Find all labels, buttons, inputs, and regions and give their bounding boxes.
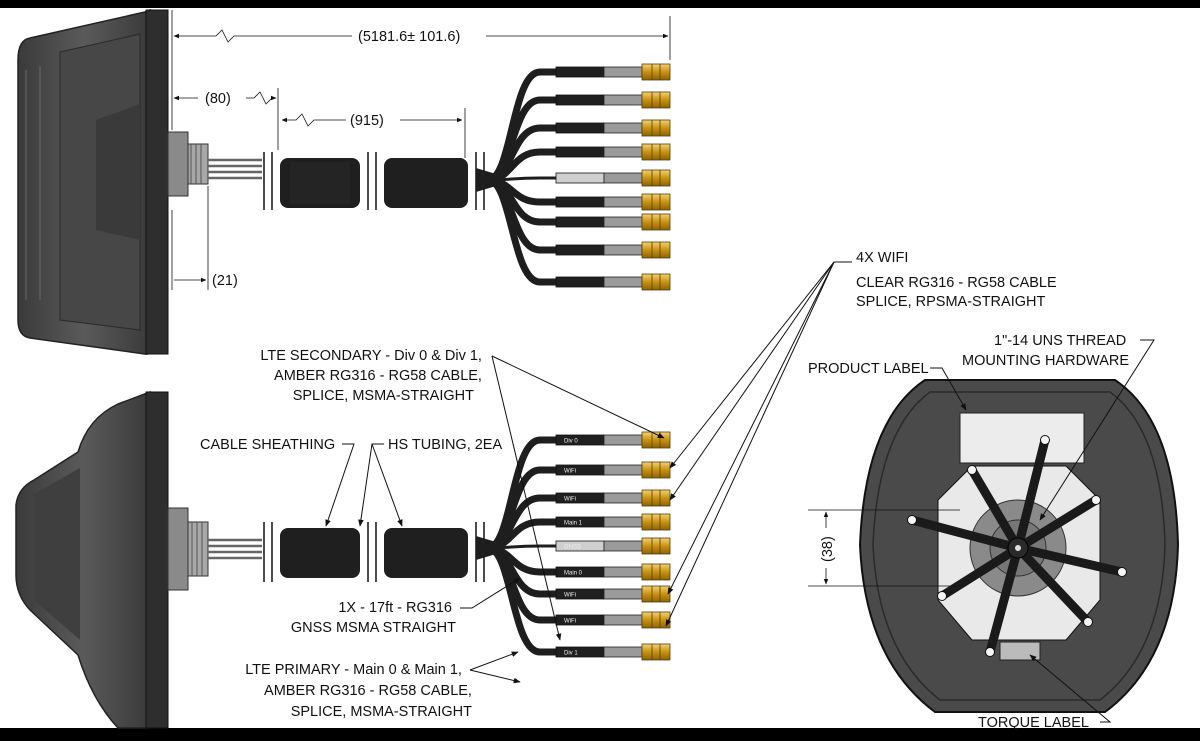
lower-thread-mount [167, 507, 262, 591]
sma-connector-icon [641, 513, 671, 531]
sma-connector-icon [641, 461, 671, 479]
product-label-callout: PRODUCT LABEL [808, 361, 929, 377]
wifi-callout: 4X WIFI CLEAR RG316 - RG58 CABLE SPLICE,… [856, 250, 1061, 310]
lower-sheathing [263, 522, 485, 582]
upper-cable-fanout [476, 63, 671, 291]
product-label-plate [959, 412, 1085, 464]
leader-lines [325, 261, 1155, 723]
sma-connector-icon [641, 537, 671, 555]
torque-label-callout: TORQUE LABEL [978, 715, 1089, 731]
sma-connector-icon [641, 169, 671, 187]
dim-38-lines [808, 509, 960, 587]
upper-antenna-housing [17, 8, 169, 355]
dim-915: (915) [350, 113, 384, 129]
sma-connector-icon [641, 273, 671, 291]
gnss-callout: 1X - 17ft - RG316 GNSS MSMA STRAIGHT [291, 600, 456, 636]
thread-callout: 1"-14 UNS THREAD MOUNTING HARDWARE [962, 333, 1130, 369]
sma-connector-icon [641, 91, 671, 109]
cable-tag: WiFi [564, 469, 576, 475]
sma-connector-icon [641, 643, 671, 661]
upper-thread-mount [167, 131, 262, 197]
lte-primary-callout: LTE PRIMARY - Main 0 & Main 1, AMBER RG3… [245, 662, 476, 720]
cable-tag: Main 0 [564, 571, 583, 577]
torque-label-plate [999, 641, 1041, 661]
upper-dimensions [171, 10, 671, 290]
sma-connector-icon [641, 585, 671, 603]
cable-tag: GNSS [564, 545, 581, 551]
dim-80: (80) [205, 91, 231, 107]
front-view [858, 379, 1180, 713]
cable-tag: Main 1 [564, 521, 583, 527]
hs-tubing-callout: HS TUBING, 2EA [388, 437, 502, 453]
dim-38: (38) [820, 536, 836, 562]
cable-9 [486, 176, 671, 291]
upper-sheathing [263, 152, 485, 210]
cable-tag: WiFi [564, 497, 576, 503]
cable-tag: Div 1 [564, 651, 578, 657]
front-spokes [907, 435, 1127, 657]
cable-tag: Div 0 [564, 439, 578, 445]
lte-secondary-callout: LTE SECONDARY - Div 0 & Div 1, AMBER RG3… [260, 348, 486, 404]
cable-sheathing-callout: CABLE SHEATHING [200, 437, 335, 453]
cable-tag: WiFi [564, 593, 576, 599]
dim-overall: (5181.6± 101.6) [358, 29, 460, 45]
cable-tag: WiFi [564, 619, 576, 625]
sma-connector-icon [641, 143, 671, 161]
sma-connector-icon [641, 563, 671, 581]
lower-antenna-housing [15, 390, 169, 729]
sma-connector-icon [641, 119, 671, 137]
dim-21: (21) [212, 273, 238, 289]
sma-connector-icon [641, 213, 671, 231]
sma-connector-icon [641, 241, 671, 259]
sma-connector-icon [641, 193, 671, 211]
cable-9: Div 1 [486, 544, 671, 661]
sma-connector-icon [641, 63, 671, 81]
sma-connector-icon [641, 489, 671, 507]
